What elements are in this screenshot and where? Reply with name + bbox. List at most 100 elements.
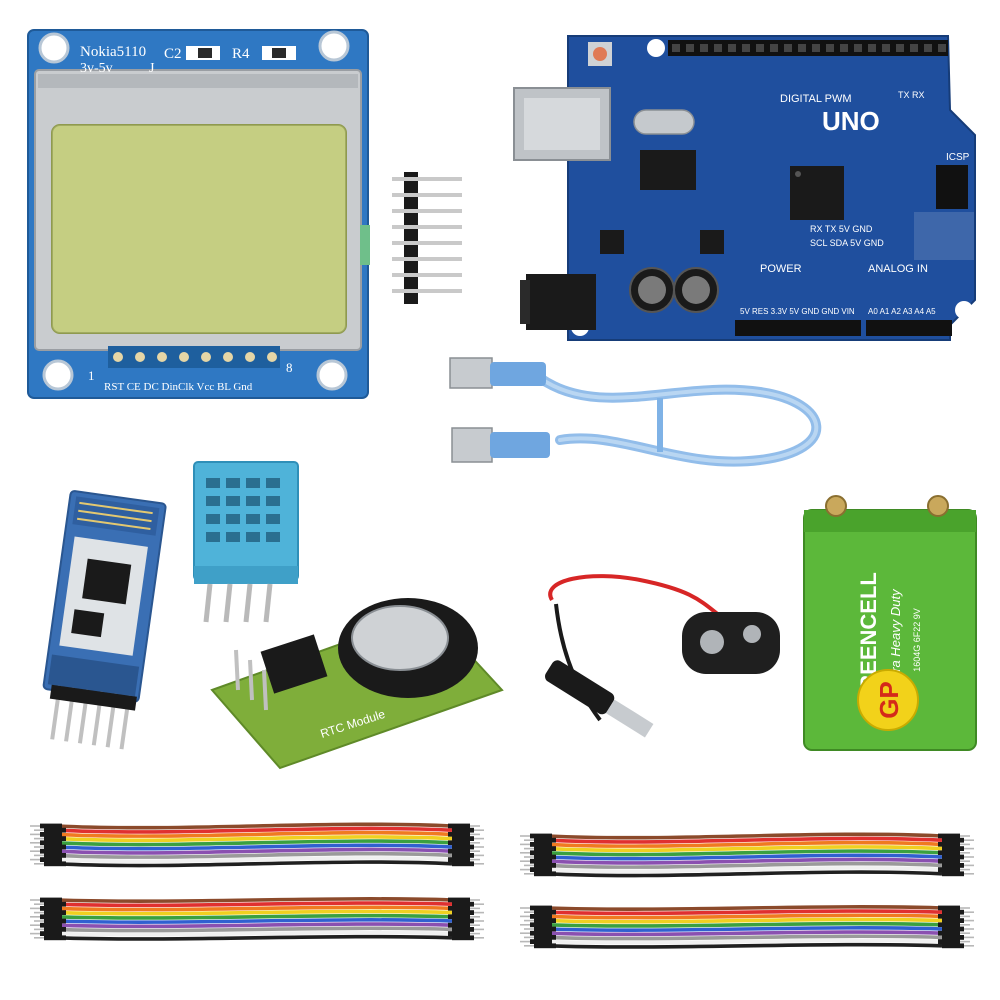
jumper-connector	[530, 850, 552, 856]
jumper-wire	[57, 905, 453, 912]
jumper-connector	[40, 840, 62, 846]
jumper-connector	[44, 861, 66, 867]
jumper-connector	[452, 927, 474, 932]
jumper-wire	[57, 918, 453, 924]
jumper-connector	[938, 914, 960, 919]
jumper-bundle	[520, 905, 974, 949]
jumper-wire	[57, 913, 453, 920]
jumper-connector	[938, 867, 960, 872]
jumper-connector	[534, 918, 556, 923]
male-pin-header	[392, 172, 462, 304]
jumper-wire	[547, 836, 943, 844]
jumper-connector	[40, 848, 62, 854]
jumper-connector	[942, 943, 964, 949]
uno-power-pins-label: 5V RES 3.3V 5V GND GND VIN	[740, 307, 855, 316]
jumper-bundle	[520, 832, 974, 878]
jumper-connector	[942, 854, 964, 860]
jumper-wire	[547, 913, 943, 920]
jumper-connector	[44, 918, 66, 924]
jumper-wire	[547, 905, 943, 911]
power-analog-headers	[735, 320, 952, 336]
nokia-pin-labels: RST CE DC DinClk Vcc BL Gnd	[104, 381, 253, 393]
jumper-connector	[452, 935, 474, 941]
jumper-connector	[448, 897, 470, 903]
jumper-connector	[534, 871, 556, 877]
jumper-connector	[534, 909, 556, 915]
jumper-wire	[57, 843, 453, 851]
jumper-connector	[40, 832, 62, 837]
jumper-connector	[942, 846, 964, 851]
jumper-connector	[40, 914, 62, 920]
jumper-connector	[938, 850, 960, 856]
jumper-wire	[57, 926, 453, 933]
jumper-wire-bundles	[30, 822, 974, 949]
jumper-connector	[452, 901, 474, 907]
jumper-connector	[530, 867, 552, 872]
uno-analog-label: ANALOG IN	[868, 263, 928, 275]
jumper-wire	[547, 934, 943, 941]
jumper-connector	[534, 837, 556, 843]
jumper-connector	[938, 833, 960, 839]
jumper-connector	[534, 854, 556, 860]
jumper-connector	[530, 842, 552, 847]
jumper-connector	[40, 897, 62, 903]
jumper-connector	[448, 832, 470, 837]
uno-analog-pins-label: A0 A1 A2 A3 A4 A5	[868, 307, 936, 316]
nokia-pin-last: 8	[286, 360, 293, 375]
jumper-connector	[530, 905, 552, 911]
jumper-connector	[530, 833, 552, 839]
jumper-wire	[57, 822, 453, 830]
nokia-5110-lcd-module: Nokia5110 3v-5v J C2 R4 1 8 RST CE DC Di…	[27, 29, 370, 399]
jumper-wire	[57, 835, 453, 843]
jumper-wire	[547, 840, 943, 848]
battery-logo-text: GP	[874, 681, 904, 719]
jumper-wire	[547, 909, 943, 916]
jumper-connector	[942, 926, 964, 932]
jumper-connector	[40, 823, 62, 829]
jumper-connector	[942, 863, 964, 868]
usb-b-plug	[451, 427, 493, 463]
jumper-connector	[534, 943, 556, 949]
jumper-wire	[57, 839, 453, 847]
usb-a-plug	[449, 357, 493, 389]
jumper-wire	[57, 901, 453, 908]
jumper-wire	[57, 930, 453, 937]
jumper-connector	[452, 861, 474, 867]
jumper-connector	[452, 844, 474, 850]
jumper-connector	[44, 836, 66, 841]
uno-comm-header-label: RX TX 5V GND	[810, 224, 873, 234]
jumper-connector	[452, 910, 474, 915]
jumper-connector	[938, 842, 960, 847]
jumper-wire	[547, 849, 943, 857]
jumper-connector	[534, 846, 556, 851]
jumper-wire	[57, 830, 453, 838]
jumper-wire	[547, 921, 943, 928]
jumper-wire	[547, 870, 943, 878]
jumper-wire	[547, 926, 943, 932]
jumper-connector	[530, 922, 552, 928]
jumper-connector	[452, 853, 474, 858]
jumper-connector	[44, 935, 66, 941]
jumper-connector	[44, 844, 66, 850]
uno-icsp-label: ICSP	[946, 152, 970, 163]
jumper-wire	[547, 857, 943, 865]
lcd-screen	[51, 124, 347, 334]
uno-power-label: POWER	[760, 263, 802, 275]
jumper-wire	[57, 847, 453, 855]
jumper-connector	[942, 837, 964, 843]
uno-digital-label: DIGITAL PWM	[780, 93, 852, 105]
jumper-connector	[448, 931, 470, 936]
jumper-connector	[942, 935, 964, 940]
jumper-connector	[938, 858, 960, 864]
jumper-connector	[448, 857, 470, 862]
arduino-uno-board: UNO DIGITAL PWM POWER ANALOG IN ICSP TX …	[513, 35, 976, 341]
usb-cable	[449, 357, 822, 467]
jumper-connector	[452, 918, 474, 924]
jumper-connector	[530, 858, 552, 864]
jumper-wire	[547, 930, 943, 937]
jumper-wire	[547, 942, 943, 949]
nokia-model-label: Nokia5110	[80, 44, 146, 60]
jumper-connector	[534, 863, 556, 868]
jumper-connector	[40, 906, 62, 911]
